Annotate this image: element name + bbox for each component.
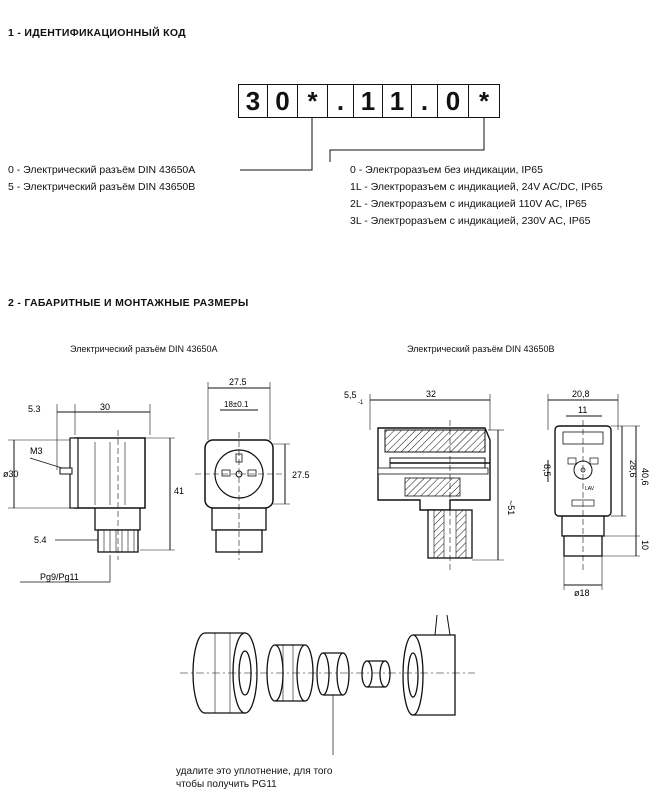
seal-note-line-1: удалите это уплотнение, для того bbox=[176, 766, 333, 777]
left-option-5: 5 - Электрический разъём DIN 43650B bbox=[8, 181, 196, 193]
seal-note: удалите это уплотнение, для того чтобы п… bbox=[176, 765, 332, 791]
dim-a-30: 30 bbox=[100, 402, 110, 412]
dim-b-28-6: 28,6 bbox=[628, 460, 638, 478]
dim-a-m3: M3 bbox=[30, 446, 43, 456]
dim-a-pg: Pg9/Pg11 bbox=[40, 572, 79, 582]
caption-43650b: Электрический разъём DIN 43650B bbox=[407, 344, 555, 354]
dim-a-18: 18±0.1 bbox=[224, 400, 249, 409]
right-option-1l: 1L - Электроразъем с индикацией, 24V AC/… bbox=[350, 181, 603, 193]
dim-b-40-6: 40,6 bbox=[640, 468, 650, 486]
code-box-3: * bbox=[297, 84, 328, 118]
code-box-8: 0 bbox=[437, 84, 469, 118]
dim-b-20-8: 20,8 bbox=[572, 389, 590, 399]
section1-title: 1 - ИДЕНТИФИКАЦИОННЫЙ КОД bbox=[8, 27, 186, 39]
dim-b-32: 32 bbox=[426, 389, 436, 399]
dim-b-8-5: 8,5 bbox=[542, 464, 552, 477]
section2-title: 2 - ГАБАРИТНЫЕ И МОНТАЖНЫЕ РАЗМЕРЫ bbox=[8, 297, 249, 309]
left-option-0: 0 - Электрический разъём DIN 43650A bbox=[8, 164, 196, 176]
code-box-7: . bbox=[411, 84, 438, 118]
dim-a-41: 41 bbox=[174, 486, 184, 496]
caption-43650a: Электрический разъём DIN 43650A bbox=[70, 344, 218, 354]
dim-b-51: ~51 bbox=[506, 500, 516, 515]
code-leader-lines bbox=[240, 118, 485, 171]
drawing-43650a: 5.3 30 M3 ø30 41 5.4 Pg9/Pg11 27.5 18±0.… bbox=[3, 377, 310, 583]
dim-a-dia30: ø30 bbox=[3, 469, 19, 479]
label-lav: LAV bbox=[585, 486, 595, 492]
dim-b-5-5-sub: -1 bbox=[358, 400, 364, 406]
seal-note-line-2: чтобы получить PG11 bbox=[176, 779, 277, 790]
dim-a-5-4: 5.4 bbox=[34, 535, 47, 545]
dim-b-11: 11 bbox=[578, 405, 587, 415]
right-option-0: 0 - Электроразъем без индикации, IP65 bbox=[350, 164, 543, 176]
dim-b-10: 10 bbox=[640, 540, 650, 550]
dim-a-27-5-right: 27.5 bbox=[292, 470, 310, 480]
drawing-43650b: 5,5 -1 32 ~51 20,8 11 28,6 40,6 8,5 10 ø… bbox=[344, 389, 650, 598]
dim-b-5-5: 5,5 bbox=[344, 390, 357, 400]
cable-gland-exploded-drawing bbox=[180, 615, 475, 755]
code-box-9: * bbox=[468, 84, 500, 118]
dim-b-dia18: ø18 bbox=[574, 588, 590, 598]
right-option-2l: 2L - Электроразъем с индикацией 110V AC,… bbox=[350, 198, 587, 210]
dim-a-5-3: 5.3 bbox=[28, 404, 41, 414]
code-box-5: 1 bbox=[353, 84, 383, 118]
dim-a-27-5-top: 27.5 bbox=[229, 377, 247, 387]
right-option-3l: 3L - Электроразъем с индикацией, 230V AC… bbox=[350, 215, 591, 227]
